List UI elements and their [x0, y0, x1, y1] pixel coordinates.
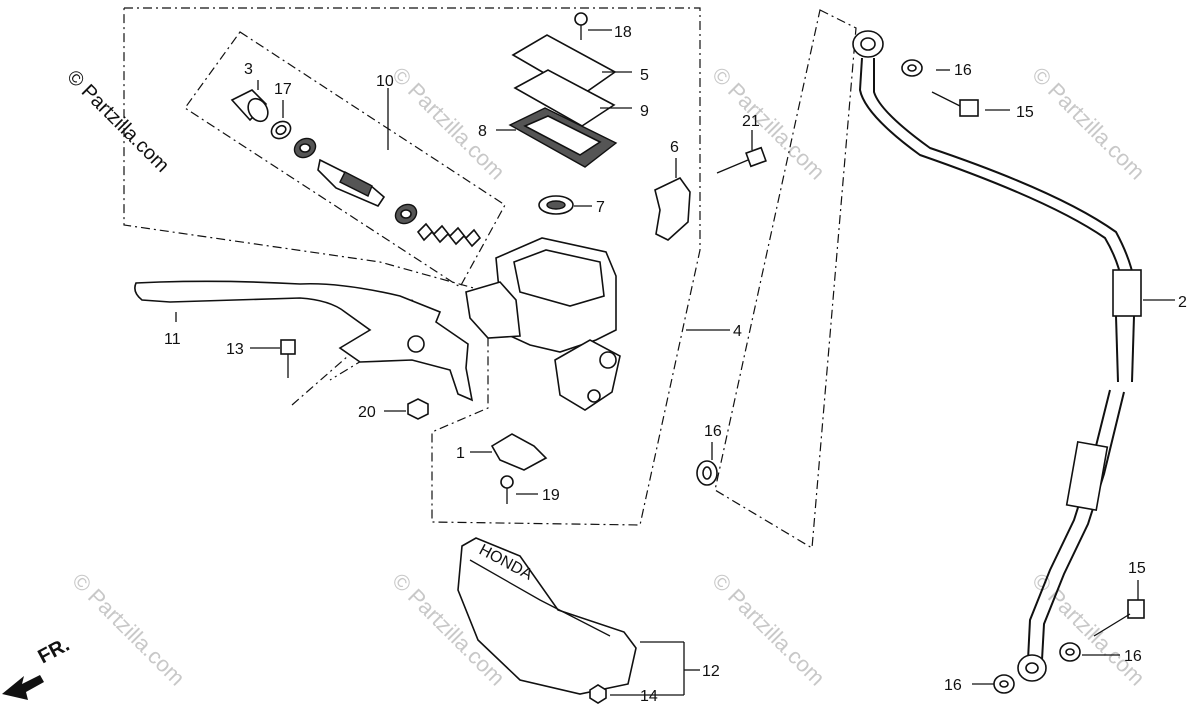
callout-9: 9	[640, 103, 649, 120]
brake-hose-part	[852, 30, 1142, 682]
piston-boot-part	[230, 89, 269, 123]
diaphragm-plate-part	[513, 69, 616, 127]
callout-13: 13	[226, 341, 244, 358]
oil-bolt-part	[931, 91, 979, 117]
leader-lines	[175, 29, 1175, 696]
master-cylinder-group-outline	[123, 7, 701, 526]
brake-lever-part	[134, 280, 474, 402]
callout-20: 20	[358, 404, 376, 421]
brake-switch-part	[490, 433, 548, 471]
callout-17: 17	[274, 81, 292, 98]
sealing-washer-part	[901, 59, 923, 77]
master-cylinder-holder-part	[654, 176, 691, 241]
front-arrow-icon	[2, 675, 44, 700]
callout-12: 12	[702, 663, 720, 680]
sealing-washer-part	[1059, 642, 1081, 662]
callout-16-right: 16	[1124, 648, 1142, 665]
master-cylinder-body-part	[465, 237, 621, 411]
callout-1: 1	[456, 445, 465, 462]
callout-19: 19	[542, 487, 560, 504]
piston-kit-outline	[184, 31, 506, 288]
holder-bolt-part	[716, 146, 767, 174]
callout-21: 21	[742, 113, 760, 130]
callout-11: 11	[164, 331, 181, 348]
callout-15-bottom: 15	[1128, 560, 1146, 577]
hose-assembly-outline	[714, 9, 857, 550]
piston-kit-parts	[293, 137, 482, 248]
sealing-washer-part	[696, 460, 718, 486]
callout-10: 10	[376, 73, 394, 90]
lever-guard-part: HONDA	[457, 537, 637, 695]
circlip-part	[270, 120, 292, 140]
callout-4: 4	[733, 323, 742, 340]
callout-5: 5	[640, 67, 649, 84]
callout-14: 14	[640, 688, 658, 705]
diaphragm-part	[508, 107, 618, 168]
reservoir-screw-part	[574, 12, 588, 40]
callout-6: 6	[670, 139, 679, 156]
callout-8: 8	[478, 123, 487, 140]
seal-ring-part	[538, 195, 574, 215]
lever-pivot-hole	[407, 335, 425, 353]
oil-bolt-part	[1093, 599, 1145, 637]
callout-15-top: 15	[1016, 104, 1034, 121]
pivot-bolt-part	[280, 339, 296, 378]
callout-16-mid: 16	[704, 423, 722, 440]
sealing-washer-part	[993, 674, 1015, 694]
switch-screw-part	[500, 475, 514, 504]
callout-18: 18	[614, 24, 632, 41]
callout-2: 2	[1178, 294, 1187, 311]
callout-3: 3	[244, 61, 253, 78]
callout-16-top: 16	[954, 62, 972, 79]
callout-7: 7	[596, 199, 605, 216]
callout-16-bottom: 16	[944, 677, 962, 694]
guard-nut-part	[589, 684, 607, 704]
pivot-nut-part	[407, 398, 429, 420]
